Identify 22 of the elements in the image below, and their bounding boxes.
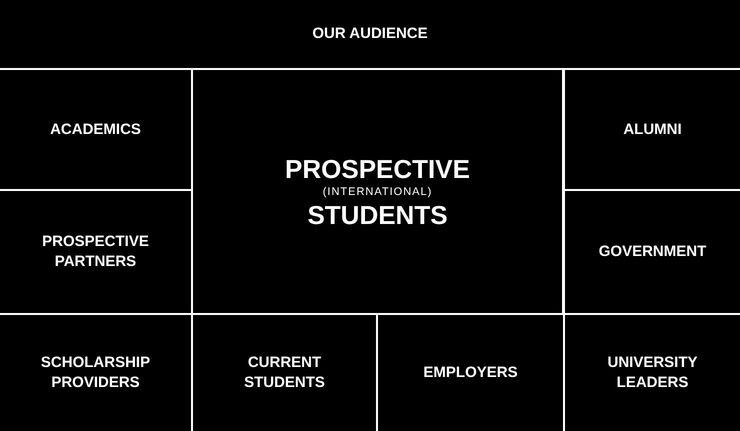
tile-label: EMPLOYERS bbox=[422, 363, 519, 383]
tile-label: ACADEMICS bbox=[49, 120, 142, 140]
audience-tile bbox=[565, 70, 740, 189]
tile-label: GOVERNMENT bbox=[598, 242, 708, 262]
heading-text: PROSPECTIVE bbox=[285, 154, 470, 184]
tile-label: ALUMNI bbox=[622, 120, 683, 140]
audience-tile bbox=[0, 70, 191, 189]
header-text: OUR AUDIENCE bbox=[311, 24, 429, 44]
tile-label: PROSPECTIVE PARTNERS bbox=[41, 232, 150, 272]
audience-tile bbox=[0, 191, 191, 313]
audience-tile bbox=[565, 191, 740, 313]
audience-tile bbox=[565, 315, 740, 431]
audience-tile bbox=[193, 315, 376, 431]
subtitle-text: (INTERNATIONAL) bbox=[322, 184, 432, 200]
tile-label: CURRENT STUDENTS bbox=[243, 353, 326, 393]
tile-label: SCHOLARSHIP PROVIDERS bbox=[40, 353, 152, 393]
audience-tile bbox=[0, 315, 191, 431]
tile-label: UNIVERSITY LEADERS bbox=[606, 353, 698, 393]
heading-text: STUDENTS bbox=[307, 200, 448, 230]
header-band bbox=[0, 0, 740, 68]
center-panel bbox=[193, 70, 562, 313]
audience-tile bbox=[378, 315, 563, 431]
